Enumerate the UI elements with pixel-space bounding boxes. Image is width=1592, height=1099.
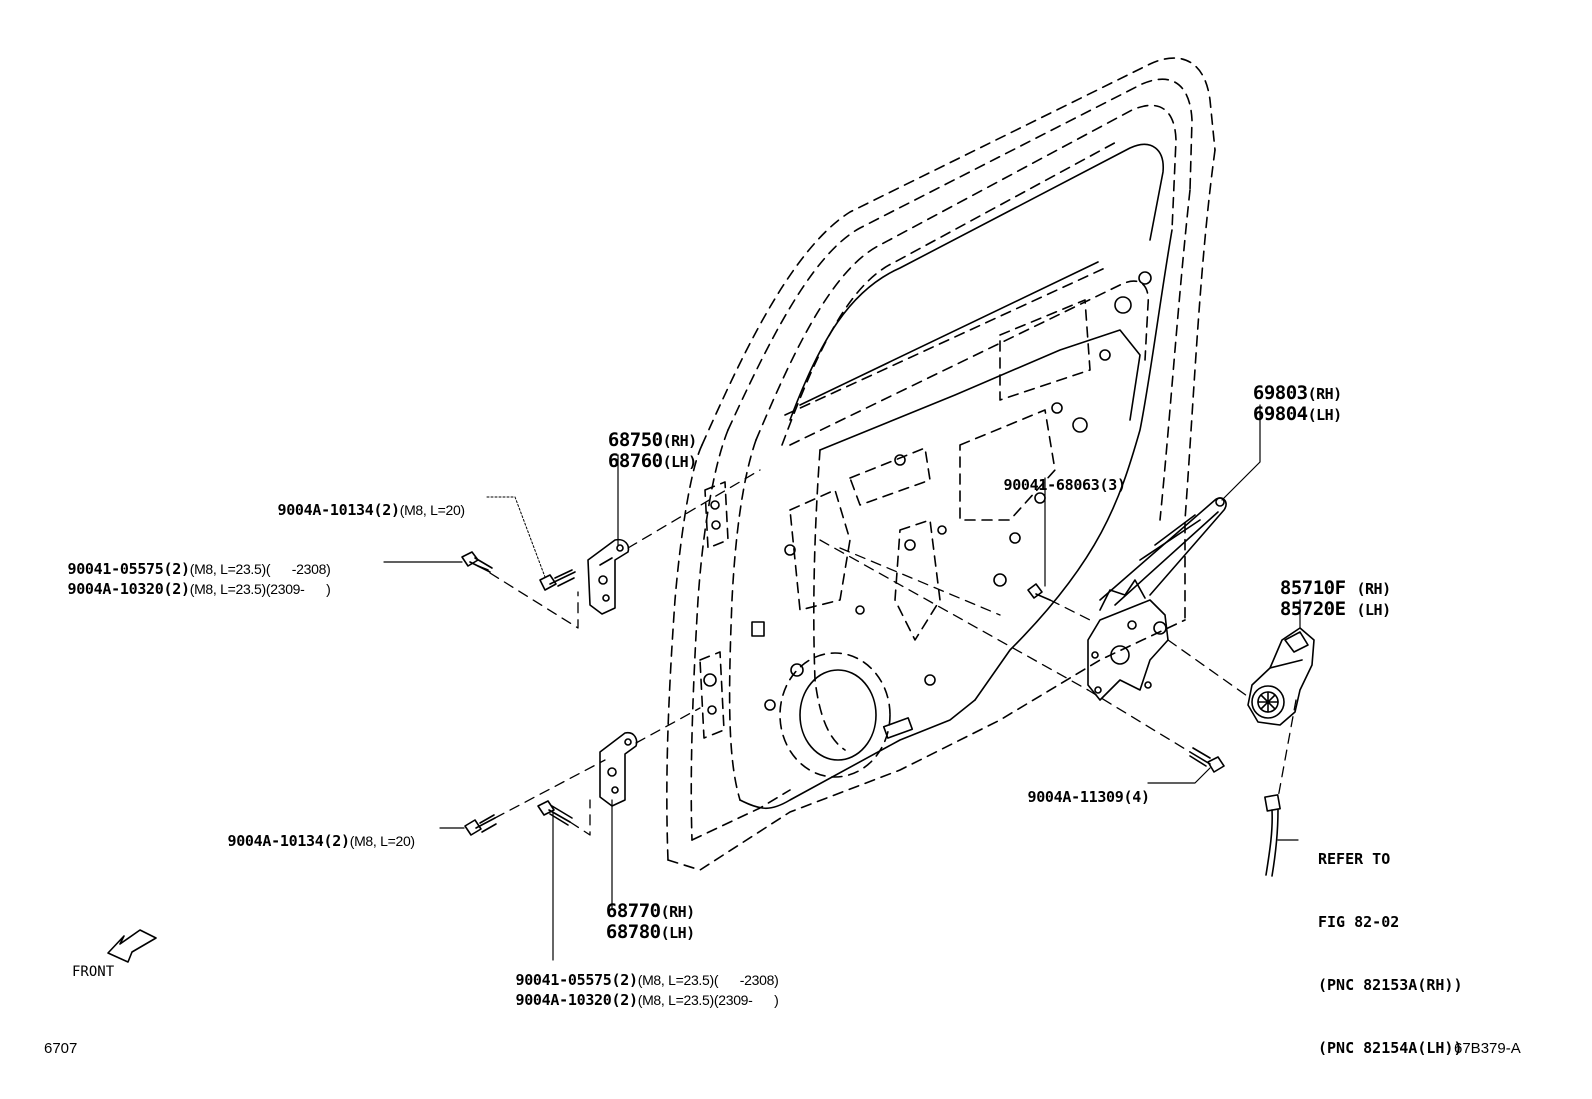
side-tag: (LH) <box>662 453 698 471</box>
part-note: (M8, L=23.5)( -2308) <box>189 561 331 577</box>
door-panel <box>667 58 1215 870</box>
bolt-lower-hinge <box>465 815 496 835</box>
part-number: 9004A-10134(2) <box>277 501 400 519</box>
part-number: 68770 <box>605 900 661 922</box>
part-number: 90041-05575(2) <box>515 971 638 989</box>
refer-line: (PNC 82153A(RH)) <box>1318 976 1463 994</box>
label-bolt-lower-hinge: 9004A-10134(2)(M8, L=20) <box>210 819 415 849</box>
label-lower-hinge-rh: 68770(RH) <box>584 883 695 921</box>
label-bolt-upper-hinge: 9004A-10134(2)(M8, L=20) <box>260 488 465 518</box>
bolt-regulator-bottom <box>1190 748 1224 772</box>
refer-line: FIG 82-02 <box>1318 913 1400 931</box>
part-note: (M8, L=20) <box>349 833 415 849</box>
side-tag: (LH) <box>660 924 696 942</box>
part-note: (M8, L=20) <box>399 502 465 518</box>
label-motor-lh: 85720E (LH) <box>1258 581 1391 619</box>
part-number: 9004A-10320(2) <box>67 580 190 598</box>
bolt-upper-door <box>462 552 492 572</box>
wire-harness-part <box>1265 795 1280 876</box>
label-regulator-nut-bolt: 9004A-11309(4) <box>1010 775 1150 805</box>
label-bolt-lower-door-b: 9004A-10320(2)(M8, L=23.5)(2309- ) <box>498 978 778 1008</box>
window-motor-part <box>1248 628 1314 725</box>
label-regulator-rh: 69803(RH) <box>1231 365 1342 403</box>
front-label: FRONT <box>72 964 115 980</box>
window-regulator-part <box>1088 498 1226 700</box>
label-upper-hinge-lh: 68760(LH) <box>586 433 697 471</box>
label-regulator-lh: 69804(LH) <box>1231 386 1342 424</box>
front-arrow-icon <box>108 930 156 962</box>
refer-note: REFER TO FIG 82-02 (PNC 82153A(RH)) (PNC… <box>1318 807 1463 1080</box>
part-note: (M8, L=23.5)( -2308) <box>637 972 779 988</box>
refer-line: (PNC 82154A(LH)) <box>1318 1039 1463 1057</box>
part-note: (M8, L=23.5)(2309- ) <box>189 581 331 597</box>
part-note: (M8, L=23.5)(2309- ) <box>637 992 779 1008</box>
side-tag: (LH) <box>1307 406 1343 424</box>
side-tag: (RH) <box>1307 385 1343 403</box>
label-lower-hinge-lh: 68780(LH) <box>584 904 695 942</box>
part-number: 9004A-10134(2) <box>227 832 350 850</box>
side-tag: (RH) <box>660 903 696 921</box>
side-tag: (LH) <box>1356 601 1391 619</box>
side-tag: (RH) <box>662 432 698 450</box>
label-motor-rh: 85710F (RH) <box>1258 560 1391 598</box>
page-code-right: 67B379-A <box>1454 1040 1521 1057</box>
bolt-upper-hinge <box>540 570 575 590</box>
part-number: 69804 <box>1252 403 1308 425</box>
lower-hinge-part <box>600 733 637 806</box>
bolt-regulator-top <box>1028 584 1050 600</box>
page-code-left: 6707 <box>44 1040 78 1057</box>
assembly-lines <box>490 470 1296 835</box>
label-bolt-upper-door-b: 9004A-10320(2)(M8, L=23.5)(2309- ) <box>50 567 330 597</box>
label-regulator-bolt: 90041-68063(3) <box>986 463 1126 493</box>
bolt-lower-door <box>538 801 572 825</box>
part-number: 9004A-10320(2) <box>515 991 638 1009</box>
part-number: 85720E <box>1279 598 1346 620</box>
part-number: 9004A-11309(4) <box>1027 788 1150 806</box>
part-number: 68780 <box>605 921 661 943</box>
label-bolt-lower-door-a: 90041-05575(2)(M8, L=23.5)( -2308) <box>498 958 778 988</box>
side-tag: (RH) <box>1356 580 1391 598</box>
part-number: 85710F <box>1279 577 1346 599</box>
part-number: 69803 <box>1252 382 1308 404</box>
label-upper-hinge-rh: 68750(RH) <box>586 412 697 450</box>
part-number: 68760 <box>607 450 663 472</box>
part-number: 90041-05575(2) <box>67 560 190 578</box>
leader-lines <box>384 405 1300 960</box>
upper-hinge-part <box>588 540 628 614</box>
label-bolt-upper-door-a: 90041-05575(2)(M8, L=23.5)( -2308) <box>50 547 330 577</box>
part-number: 90041-68063(3) <box>1003 476 1126 494</box>
refer-line: REFER TO <box>1318 850 1391 868</box>
part-number: 68750 <box>607 429 663 451</box>
